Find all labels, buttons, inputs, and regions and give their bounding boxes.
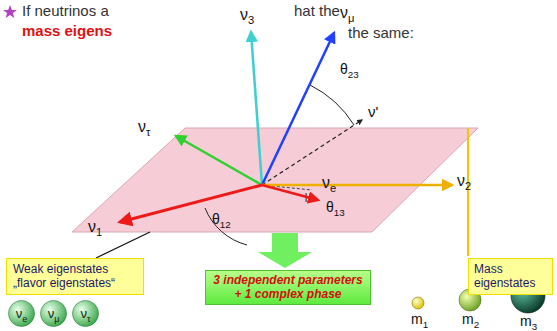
nu1-axis — [120, 185, 262, 222]
angle-arc — [205, 208, 247, 245]
node-text: 3 independent parameters + 1 complex pha… — [211, 273, 365, 302]
slide-text: mass eigens — [22, 23, 112, 40]
slide-text: hat the — [294, 3, 340, 20]
mass-label: m2 — [462, 312, 479, 331]
bracket-line — [96, 232, 150, 258]
block-arrow — [258, 233, 312, 268]
axis-label: ντ — [138, 118, 150, 139]
axis-label: ν' — [368, 104, 378, 121]
mass-label: m1 — [411, 312, 428, 331]
axis-label: ν3 — [240, 6, 254, 27]
mass-box: Mass eigenstates — [468, 258, 553, 295]
node-text: Mass eigenstates — [474, 262, 547, 291]
axis-label: ν2 — [457, 172, 471, 193]
nutau-axis — [176, 136, 262, 185]
axis-label: νe — [322, 174, 336, 195]
node-text: νe — [8, 300, 35, 331]
node-text: Weak eigenstates „flavor eigenstates“ — [13, 262, 137, 291]
angle-label: θ13 — [326, 200, 345, 219]
numu-axis — [262, 33, 334, 185]
axis-label: ν1 — [88, 218, 102, 239]
axis-label: νμ — [340, 4, 354, 25]
flavor-box: Weak eigenstates „flavor eigenstates“ — [6, 258, 144, 295]
nu3-axis — [251, 32, 262, 185]
flavor-ball: νμ — [40, 300, 67, 327]
slide-text: If neutrinos a — [22, 3, 109, 20]
slide-text: the same: — [348, 25, 414, 42]
node-text: νμ — [40, 300, 67, 331]
angle-arc — [310, 85, 354, 125]
nue-axis — [262, 185, 318, 200]
node-text: ντ — [72, 300, 99, 331]
flavor-ball: νe — [8, 300, 35, 327]
mass-label: m3 — [520, 314, 537, 331]
mass-ball — [412, 297, 424, 309]
flavor-ball: ντ — [72, 300, 99, 327]
mass-plane — [72, 128, 478, 232]
nu2-axis — [262, 184, 452, 187]
angle-label: θ23 — [340, 62, 359, 81]
bullet-star — [3, 5, 17, 18]
parameter-box: 3 independent parameters + 1 complex pha… — [205, 270, 371, 305]
angle-label: θ12 — [212, 212, 231, 231]
